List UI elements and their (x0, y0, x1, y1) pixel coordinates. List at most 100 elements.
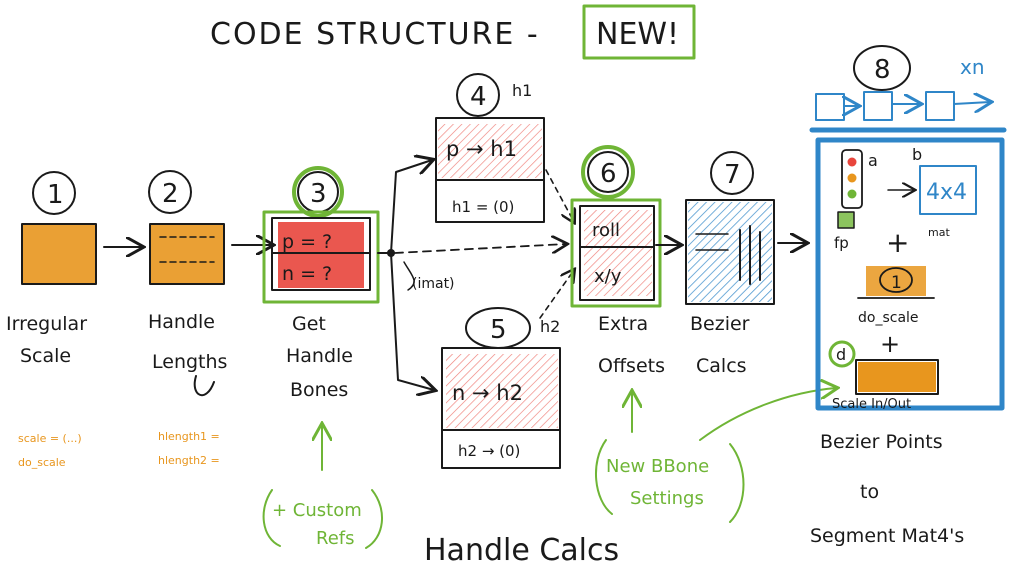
step-6-box-line1: roll (592, 220, 620, 241)
step-1-number: 1 (47, 180, 64, 210)
step-7-box-hatch (688, 202, 772, 302)
do-scale-fill (866, 266, 926, 296)
branch-to-4 (390, 160, 432, 254)
step-2-box (149, 223, 225, 285)
step-5: 5 h2 n → h2 h2 → (0) (441, 307, 561, 469)
custom-refs-line1: + Custom (272, 500, 362, 521)
step-8-plus-2: + (880, 330, 900, 358)
traffic-light-yellow (847, 173, 857, 183)
page-title: CODE STRUCTURE - (210, 17, 540, 52)
dashed-4-to-6 (545, 169, 574, 222)
d-circle (828, 340, 856, 368)
new-badge-frame (582, 4, 696, 60)
step-5-tag: h2 (540, 317, 560, 336)
step-6-box (579, 205, 655, 301)
step-1-label-line1: Irregular (6, 313, 87, 335)
step-2-label-line1: Handle (148, 311, 215, 333)
step-3: 3 p = ? n = ? Get Handle Bones + Custom … (262, 166, 384, 549)
step-5-box (441, 347, 561, 469)
step-1-label-line2: Scale (20, 345, 71, 367)
step-2-underline-curl (193, 375, 215, 397)
bbone-paren-right (729, 443, 745, 523)
step-6-green-frame (570, 198, 662, 308)
step-2-circle (148, 170, 192, 214)
step-6-circle (587, 151, 629, 193)
step-7-label-line1: Bezier (690, 313, 750, 335)
custom-refs-paren-right (365, 489, 384, 549)
scale-inout-box (855, 359, 939, 395)
traffic-light-green (847, 189, 857, 199)
title-group: CODE STRUCTURE - NEW! (210, 4, 696, 60)
step-8-frame (815, 137, 1005, 411)
step-4: 4 h1 p → h1 h1 = (0) (435, 73, 545, 223)
chain-arrow-3 (953, 102, 990, 104)
step-5-box-line2: h2 → (0) (458, 442, 520, 460)
step-4-box-line2: h1 = (0) (452, 198, 514, 216)
step-6-box-hatch (584, 210, 652, 296)
chain-box-1 (815, 93, 845, 121)
step-8-d: d (836, 345, 846, 364)
step-5-number: 5 (490, 315, 507, 345)
step-3-label-line3: Bones (290, 379, 348, 401)
new-badge: NEW! (596, 17, 679, 52)
step-6-box-line2: x/y (594, 266, 622, 287)
step-3-box-line1: p = ? (282, 231, 332, 253)
step-2: 2 Handle Lengths hlength1 = hlength2 = (148, 170, 227, 467)
step-4-tag: h1 (512, 81, 532, 100)
bbone-line2: Settings (630, 488, 704, 509)
step-8-a: a (868, 151, 878, 170)
dashed-to-6 (394, 244, 566, 254)
step-8-label-line2: to (860, 481, 879, 503)
step-1-note-line2: do_scale (18, 456, 66, 469)
step-6-highlight (581, 145, 635, 199)
branch-to-5 (390, 252, 434, 390)
step-1-box (21, 223, 97, 285)
step-6-number: 6 (600, 159, 617, 189)
step-6-label-line2: Offsets (598, 355, 665, 377)
step-2-box-fill (150, 224, 224, 284)
step-4-circle (456, 73, 500, 117)
step-7-box (685, 199, 775, 305)
step-7-circle (710, 151, 754, 195)
chain-box-2 (863, 91, 893, 121)
step-3-box-line2: n = ? (282, 263, 332, 285)
do-scale-circle (879, 267, 913, 293)
step-8: 8 xn a b 4x4 fp + mat 1 do_scale (809, 45, 1007, 547)
step-2-note-line1: hlength1 = (158, 430, 220, 443)
step-2-label-line2: Lengths (152, 351, 227, 373)
step-2-number: 2 (162, 179, 179, 209)
traffic-light-red (847, 157, 857, 167)
step-3-green-frame (262, 210, 380, 304)
step-8-mat: mat (928, 226, 950, 239)
step-4-number: 4 (470, 82, 487, 112)
bottom-title: Handle Calcs (424, 533, 619, 568)
step-8-plus-1: + (886, 226, 909, 259)
step-4-box (435, 117, 545, 223)
step-8-b: b (912, 145, 922, 164)
step-5-box-hatch (446, 354, 558, 428)
step-6-label-line1: Extra (598, 313, 648, 335)
step-3-box-fill (278, 222, 364, 288)
step-6: 6 roll x/y Extra Offsets New BBone Setti… (570, 145, 836, 523)
chain-box-3 (925, 91, 955, 121)
imat-pointer (403, 261, 415, 291)
matrix-label: 4x4 (926, 180, 967, 205)
fp-swatch (838, 212, 854, 228)
step-8-circle (853, 45, 911, 91)
step-3-label-line2: Handle (286, 345, 353, 367)
traffic-light-body (841, 149, 863, 209)
step-1-box-fill (22, 224, 96, 284)
step-5-box-line1: n → h2 (452, 381, 523, 405)
step-8-inner-num: 1 (891, 273, 902, 293)
step-7-number: 7 (724, 160, 741, 190)
step-2-note-line2: hlength2 = (158, 454, 220, 467)
step-1-circle (32, 171, 76, 215)
custom-refs-paren-left (262, 489, 281, 547)
step-3-highlight (292, 166, 344, 218)
bbone-line1: New BBone (606, 456, 709, 477)
matrix-box (919, 165, 977, 215)
scale-inout-fill (858, 362, 936, 392)
step-3-label-line1: Get (292, 313, 326, 335)
custom-refs-line2: Refs (316, 528, 355, 549)
